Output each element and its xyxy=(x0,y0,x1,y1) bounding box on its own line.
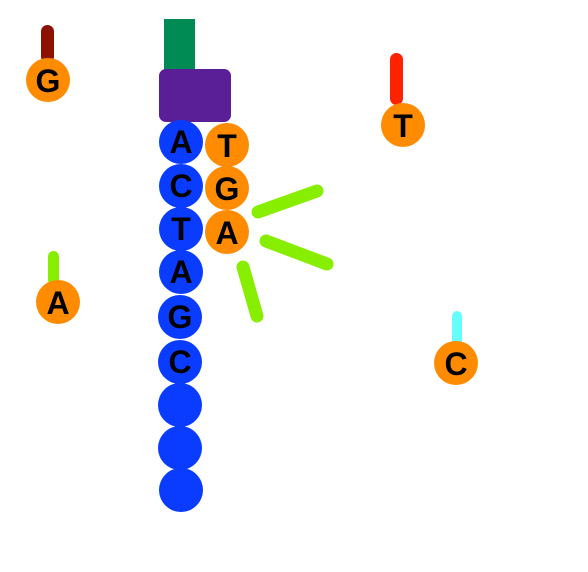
template-base: C xyxy=(158,340,202,384)
fluorescent-tag xyxy=(452,311,462,349)
nucleotide-bead xyxy=(434,341,478,385)
template-bead xyxy=(159,120,203,164)
synthesized-letter: A xyxy=(215,215,238,251)
flash-ray xyxy=(251,184,324,219)
nucleotide-bead xyxy=(36,280,80,324)
nucleotide-bead xyxy=(205,166,249,210)
flash-ray xyxy=(236,260,264,323)
template-bead xyxy=(158,340,202,384)
template-base: G xyxy=(158,295,202,339)
template-letter: T xyxy=(171,211,191,247)
template-letter: C xyxy=(169,168,192,204)
template-letter: A xyxy=(169,124,192,160)
template-bead xyxy=(158,295,202,339)
synthesized-base: T xyxy=(205,123,249,167)
template-letter: A xyxy=(169,254,192,290)
template-base: T xyxy=(159,207,203,251)
template-bead xyxy=(159,250,203,294)
template-bead xyxy=(158,426,202,470)
synthesized-letter: T xyxy=(217,128,237,164)
nucleotide-letter: A xyxy=(46,285,69,321)
free-nucleotide-g: G xyxy=(26,25,70,102)
template-base xyxy=(158,383,202,427)
template-base: A xyxy=(159,120,203,164)
template-bead xyxy=(159,164,203,208)
fluorescent-tag xyxy=(390,53,403,105)
template-bead xyxy=(159,207,203,251)
flash-ray xyxy=(259,234,334,271)
nucleotide-letter: G xyxy=(36,63,61,99)
nucleotide-bead xyxy=(26,58,70,102)
nucleotide-bead xyxy=(205,123,249,167)
nucleotide-letter: T xyxy=(393,108,413,144)
template-base xyxy=(158,426,202,470)
nucleotide-letter: C xyxy=(444,346,467,382)
synthesized-base: A xyxy=(205,210,249,254)
free-nucleotide-a: A xyxy=(36,251,80,324)
free-nucleotide-t: T xyxy=(381,53,425,147)
synthesized-letter: G xyxy=(215,171,240,207)
incorporation-flash xyxy=(236,184,334,323)
anchor-block xyxy=(164,19,195,73)
free-nucleotide-c: C xyxy=(434,311,478,385)
fluorescent-tag xyxy=(48,251,59,285)
synthesized-base: G xyxy=(205,166,249,210)
nucleotide-bead xyxy=(205,210,249,254)
synthesized-strand: T G A xyxy=(205,123,249,254)
fluorescent-tag xyxy=(41,25,54,63)
template-base: A xyxy=(159,250,203,294)
polymerase-block xyxy=(159,69,231,122)
template-base xyxy=(159,468,203,512)
template-strand: A C T A G C xyxy=(158,120,203,512)
template-bead xyxy=(159,468,203,512)
template-base: C xyxy=(159,164,203,208)
nucleotide-bead xyxy=(381,103,425,147)
template-letter: G xyxy=(168,299,193,335)
template-letter: C xyxy=(168,344,191,380)
template-bead xyxy=(158,383,202,427)
